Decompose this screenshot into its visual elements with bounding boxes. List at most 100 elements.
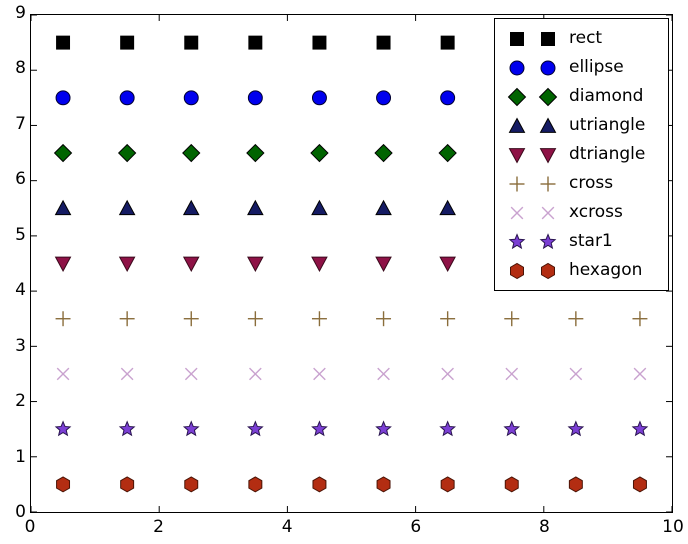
legend-label-hexagon: hexagon bbox=[569, 260, 643, 280]
marker-cross bbox=[376, 311, 392, 327]
y-tick-label: 6 bbox=[15, 169, 26, 190]
marker-rect bbox=[120, 35, 135, 50]
marker-ellipse bbox=[247, 90, 263, 106]
legend-marker-glyph-ellipse bbox=[509, 60, 524, 75]
legend-marker-glyph-utriangle bbox=[508, 116, 525, 133]
marker-star1 bbox=[503, 420, 521, 437]
legend-label-dtriangle: dtriangle bbox=[569, 144, 646, 164]
marker-cross bbox=[568, 311, 584, 327]
marker-rect bbox=[56, 35, 71, 50]
marker-xcross bbox=[120, 367, 134, 381]
legend-marker-diamond bbox=[532, 85, 563, 109]
legend-marker-hexagon bbox=[532, 259, 563, 283]
marker-utriangle bbox=[182, 199, 200, 216]
legend-label-ellipse: ellipse bbox=[569, 57, 624, 77]
marker-ellipse bbox=[119, 90, 135, 106]
y-tick-label: 1 bbox=[15, 446, 26, 467]
marker-star1 bbox=[375, 420, 392, 437]
marker-star1 bbox=[631, 420, 649, 437]
legend-item-xcross[interactable]: xcross bbox=[501, 198, 662, 227]
marker-xcross bbox=[569, 367, 583, 381]
legend-item-utriangle[interactable]: utriangle bbox=[501, 111, 662, 140]
legend-marker-glyph-diamond bbox=[538, 87, 557, 106]
legend-label-cross: cross bbox=[569, 173, 614, 193]
legend-marker-xcross bbox=[501, 201, 532, 225]
marker-dtriangle bbox=[439, 256, 456, 273]
legend-item-cross[interactable]: cross bbox=[501, 169, 662, 198]
series-star1 bbox=[54, 420, 649, 437]
marker-diamond bbox=[374, 143, 393, 163]
legend-box: rect ellipse diamond utriangle dtriangle cros… bbox=[494, 18, 669, 291]
legend-marker-xcross bbox=[532, 201, 563, 225]
legend-item-rect[interactable]: rect bbox=[501, 24, 662, 53]
legend-marker-rect bbox=[532, 27, 563, 51]
legend-label-utriangle: utriangle bbox=[569, 115, 646, 135]
legend-marker-glyph-ellipse bbox=[540, 60, 555, 75]
legend-marker-glyph-hexagon bbox=[540, 262, 555, 279]
marker-cross bbox=[119, 311, 135, 327]
marker-hexagon bbox=[504, 476, 519, 493]
marker-star1 bbox=[567, 420, 585, 437]
y-tick-label: 7 bbox=[15, 113, 26, 134]
y-tick-label: 3 bbox=[15, 335, 26, 356]
y-tick-label: 0 bbox=[15, 502, 26, 522]
marker-star1 bbox=[182, 420, 200, 437]
marker-cross bbox=[55, 311, 71, 327]
legend-item-star1[interactable]: star1 bbox=[501, 227, 662, 256]
marker-xcross bbox=[441, 367, 454, 381]
marker-hexagon bbox=[56, 476, 71, 493]
marker-dtriangle bbox=[118, 256, 136, 273]
marker-rect bbox=[440, 35, 455, 50]
legend-item-ellipse[interactable]: ellipse bbox=[501, 53, 662, 82]
marker-utriangle bbox=[54, 199, 72, 216]
marker-rect bbox=[376, 35, 391, 50]
marker-diamond bbox=[438, 143, 457, 163]
y-tick-label: 5 bbox=[15, 224, 26, 245]
marker-hexagon bbox=[312, 476, 327, 493]
marker-utriangle bbox=[118, 199, 136, 216]
marker-ellipse bbox=[55, 90, 71, 106]
marker-dtriangle bbox=[182, 256, 200, 273]
marker-dtriangle bbox=[311, 256, 328, 273]
marker-hexagon bbox=[184, 476, 199, 493]
x-tick-label: 4 bbox=[281, 517, 293, 537]
marker-rect bbox=[184, 35, 199, 50]
legend-marker-glyph-rect bbox=[540, 31, 555, 46]
legend-item-hexagon[interactable]: hexagon bbox=[501, 256, 662, 285]
legend-label-rect: rect bbox=[569, 28, 603, 48]
marker-xcross bbox=[249, 367, 262, 381]
legend-item-dtriangle[interactable]: dtriangle bbox=[501, 140, 662, 169]
legend-marker-dtriangle bbox=[501, 143, 532, 167]
marker-ellipse bbox=[440, 90, 456, 106]
legend-marker-star1 bbox=[501, 230, 532, 254]
marker-cross bbox=[247, 311, 263, 327]
y-tick-label: 2 bbox=[15, 391, 26, 412]
marker-diamond bbox=[310, 143, 329, 163]
marker-utriangle bbox=[247, 199, 264, 216]
series-hexagon bbox=[56, 476, 647, 493]
y-tick-label: 9 bbox=[15, 3, 26, 23]
marker-cross bbox=[183, 311, 199, 327]
marker-utriangle bbox=[439, 199, 456, 216]
marker-cross bbox=[632, 311, 648, 327]
marker-hexagon bbox=[376, 476, 391, 493]
legend-marker-rect bbox=[501, 27, 532, 51]
legend-marker-glyph-xcross bbox=[510, 206, 523, 219]
legend-item-diamond[interactable]: diamond bbox=[501, 82, 662, 111]
legend-marker-glyph-utriangle bbox=[539, 116, 556, 133]
series-cross bbox=[55, 311, 648, 327]
marker-ellipse bbox=[183, 90, 199, 106]
marker-rect bbox=[312, 35, 327, 50]
legend-marker-star1 bbox=[532, 230, 563, 254]
marker-diamond bbox=[117, 143, 137, 163]
y-tick-label: 8 bbox=[15, 58, 26, 79]
legend-marker-glyph-hexagon bbox=[509, 262, 524, 279]
marker-rect bbox=[248, 35, 263, 50]
marker-xcross bbox=[313, 367, 326, 381]
marker-diamond bbox=[53, 143, 73, 163]
x-tick-label: 10 bbox=[662, 517, 684, 537]
x-tick-label: 2 bbox=[153, 517, 165, 537]
marker-utriangle bbox=[311, 199, 328, 216]
